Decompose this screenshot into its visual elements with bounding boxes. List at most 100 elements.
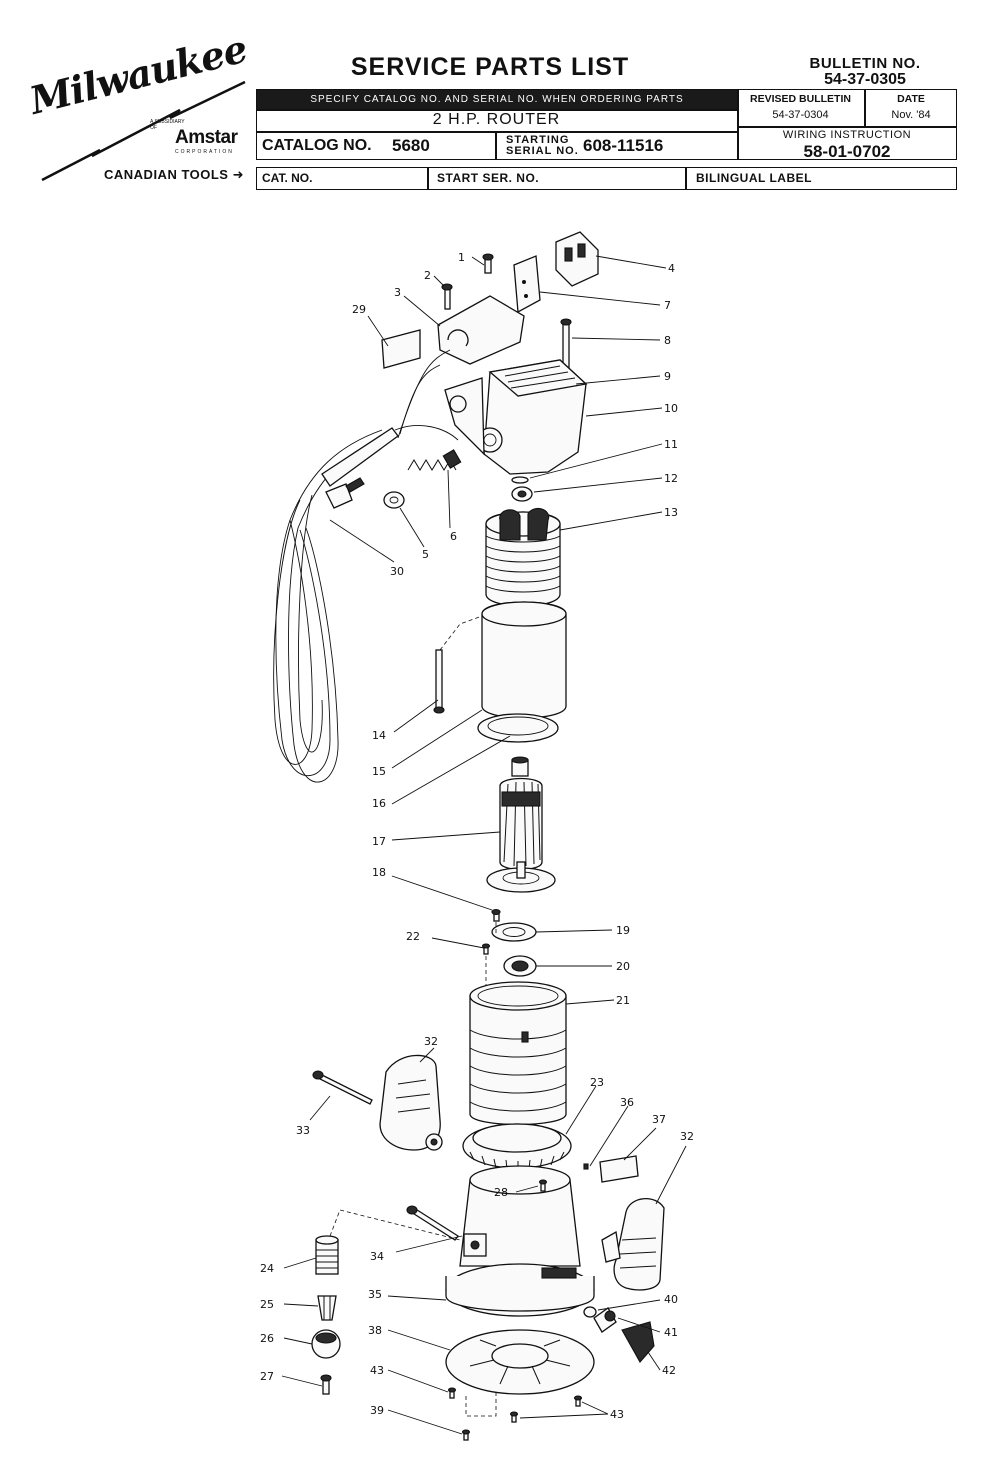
part-13-field (485, 507, 561, 607)
canadian-tools-text: CANADIAN TOOLS (104, 167, 229, 182)
callout-33: 33 (296, 1124, 310, 1137)
callout-32-right: 32 (680, 1130, 694, 1143)
header-table (256, 89, 957, 160)
callout-32-left: 32 (424, 1035, 438, 1048)
wiring-instruction-label: WIRING INSTRUCTION (782, 129, 912, 141)
callout-39: 39 (370, 1404, 384, 1417)
part-27-screw (320, 1374, 332, 1395)
part-25-collet (317, 1295, 337, 1321)
part-6-brush-spring (407, 449, 462, 471)
callout-29: 29 (352, 303, 366, 316)
callout-10: 10 (664, 402, 678, 415)
part-5-brush-cap (383, 491, 405, 509)
revised-bulletin-value: 54-37-0304 (772, 109, 829, 121)
part-28-screw (538, 1179, 548, 1192)
part-24-collet-nut (315, 1235, 339, 1275)
callout-6: 6 (450, 530, 457, 543)
part-17-armature (486, 756, 556, 893)
callout-25: 25 (260, 1298, 274, 1311)
part-43-screw-right-a (509, 1411, 519, 1423)
callout-14: 14 (372, 729, 386, 742)
subsidiary-text: A SUBSIDIARY OF (150, 119, 185, 131)
part-41-stud (593, 1307, 617, 1333)
callout-36: 36 (620, 1096, 634, 1109)
callout-21: 21 (616, 994, 630, 1007)
ordering-note: SPECIFY CATALOG NO. AND SERIAL NO. WHEN … (257, 90, 737, 109)
part-38-sub-base (445, 1329, 595, 1395)
cat-no-label: CAT. NO. (262, 171, 313, 185)
part-23-adjusting-ring (462, 1123, 572, 1170)
part-42-knob (621, 1321, 655, 1363)
part-19-retainer (491, 922, 537, 942)
part-10-motor-housing (444, 359, 588, 475)
page-title: SERVICE PARTS LIST (350, 53, 630, 81)
parent-company-logo: Amstar (175, 127, 238, 148)
part-35-base (445, 1165, 595, 1317)
part-3-switch-cover (437, 295, 525, 365)
date-value: Nov. '84 (891, 109, 931, 121)
callout-20: 20 (616, 960, 630, 973)
callout-15: 15 (372, 765, 386, 778)
callout-42: 42 (662, 1364, 676, 1377)
part-15-motor-casing (481, 601, 567, 719)
part-34-screw (406, 1205, 459, 1241)
callout-13: 13 (664, 506, 678, 519)
product-name: 2 H.P. ROUTER (432, 111, 561, 128)
part-14-screw (433, 649, 445, 714)
brand-logo: Milwaukee (25, 25, 252, 124)
wiring-instruction-value: 58-01-0702 (803, 142, 891, 161)
callout-30: 30 (390, 565, 404, 578)
callout-26: 26 (260, 1332, 274, 1345)
bulletin-number: 54-37-0305 (824, 71, 906, 88)
leader-lines (281, 255, 687, 1435)
parent-company-sub: CORPORATION (175, 149, 234, 155)
callout-23: 23 (590, 1076, 604, 1089)
part-4-switch-plate (555, 231, 599, 287)
callout-1: 1 (458, 251, 465, 264)
callout-40: 40 (664, 1293, 678, 1306)
callout-43-left: 43 (370, 1364, 384, 1377)
starting-serial-value: 608-11516 (583, 136, 664, 155)
callout-4: 4 (668, 262, 675, 275)
callout-8: 8 (664, 334, 671, 347)
date-label: DATE (897, 93, 925, 105)
part-11-washer (511, 476, 529, 484)
callout-43-right: 43 (610, 1408, 624, 1421)
part-26-collet-nut (311, 1329, 341, 1359)
callout-numbers: 1 2 3 4 7 8 9 10 11 12 13 29 6 5 30 14 1… (260, 251, 694, 1421)
bulletin-label: BULLETIN NO. (809, 55, 921, 72)
part-2-screw (441, 283, 453, 310)
part-40-washer (583, 1306, 597, 1318)
callout-5: 5 (422, 548, 429, 561)
revised-bulletin-label: REVISED BULLETIN (750, 93, 851, 105)
part-37-label (599, 1155, 639, 1183)
part-43-screw-left (447, 1387, 457, 1399)
part-36-pin (583, 1163, 589, 1170)
bilingual-label: BILINGUAL LABEL (696, 171, 812, 185)
part-7-switch (513, 255, 541, 314)
part-33-screw (312, 1070, 373, 1105)
callout-35: 35 (368, 1288, 382, 1301)
part-22-screw (481, 943, 491, 955)
part-21-motor-base (469, 981, 567, 1126)
starting-serial-label-1: STARTING (506, 134, 570, 146)
part-20-bearing (503, 955, 537, 977)
callout-16: 16 (372, 797, 386, 810)
callout-17: 17 (372, 835, 386, 848)
callout-3: 3 (394, 286, 401, 299)
start-ser-no-label: START SER. NO. (437, 171, 540, 185)
callout-19: 19 (616, 924, 630, 937)
canadian-tools-label: CANADIAN TOOLS ➜ (104, 167, 244, 183)
part-16-baffle (477, 713, 559, 743)
catalog-label: CATALOG NO. (262, 137, 372, 154)
arrow-right-icon: ➜ (232, 167, 245, 182)
callout-38: 38 (368, 1324, 382, 1337)
callout-37: 37 (652, 1113, 666, 1126)
canadian-row (256, 167, 957, 190)
exploded-parts-diagram: 1 2 3 4 7 8 9 10 11 12 13 29 6 5 30 14 1… (260, 231, 694, 1441)
callout-7: 7 (664, 299, 671, 312)
callout-27: 27 (260, 1370, 274, 1383)
part-39-screw (461, 1429, 471, 1441)
starting-serial-label-2: SERIAL NO. (506, 145, 579, 157)
callout-34: 34 (370, 1250, 384, 1263)
